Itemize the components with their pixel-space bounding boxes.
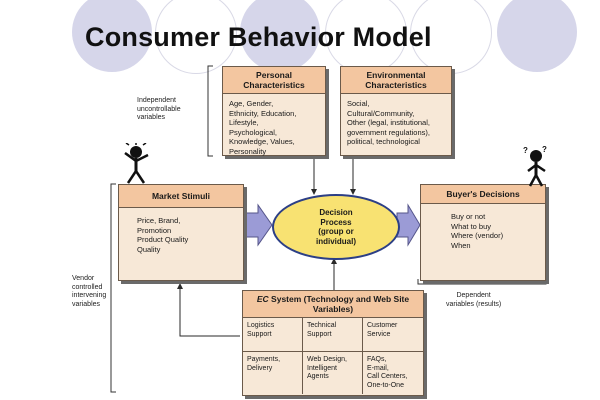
dependent-note: Dependent variables (results) <box>446 292 502 308</box>
independent-bracket <box>207 65 213 157</box>
market-stimuli-title: Market Stimuli <box>119 185 243 208</box>
personal-characteristics-list: Age, Gender, Ethnicity, Education, Lifes… <box>229 99 297 156</box>
decor-circle <box>72 0 152 72</box>
confused-person-icon <box>124 143 149 184</box>
vendor-note: Vendor controlled intervening variables <box>72 275 107 308</box>
vendor-bracket <box>110 183 116 393</box>
environmental-characteristics-box: Environmental Characteristics Social, Cu… <box>340 66 452 156</box>
market-stimuli-box: Market Stimuli Price, Brand, Promotion P… <box>118 184 244 281</box>
decor-circle <box>155 0 237 74</box>
decor-circle <box>497 0 577 72</box>
buyers-decisions-box: Buyer's Decisions Buy or not What to buy… <box>420 184 546 281</box>
personal-characteristics-title: Personal Characteristics <box>223 67 325 94</box>
decor-circle <box>240 0 320 72</box>
environmental-characteristics-list: Social, Cultural/Community, Other (legal… <box>347 99 430 147</box>
questioning-person-icon: ? ? <box>523 145 547 187</box>
ec-cell-faqs: FAQs,E-mail,Call Centers,One-to-One <box>367 356 408 389</box>
svg-text:?: ? <box>523 146 528 155</box>
environmental-characteristics-title: Environmental Characteristics <box>341 67 451 94</box>
ec-cell-payments: Payments,Delivery <box>243 352 303 395</box>
arrow-ec-to-market <box>177 283 240 337</box>
block-arrow-decision-to-buyer <box>396 203 421 247</box>
decision-process-ellipse: Decision Process (group or individual) <box>272 194 400 260</box>
personal-characteristics-box: Personal Characteristics Age, Gender, Et… <box>222 66 326 156</box>
independent-note: Independent uncontrollable variables <box>137 97 181 122</box>
buyers-decisions-title: Buyer's Decisions <box>421 185 545 204</box>
market-stimuli-list: Price, Brand, Promotion Product Quality … <box>137 216 189 254</box>
buyers-decisions-list: Buy or not What to buy Where (vendor) Wh… <box>451 212 504 250</box>
page-title: Consumer Behavior Model <box>85 22 432 52</box>
dependent-bracket <box>417 279 547 285</box>
svg-text:?: ? <box>542 145 547 154</box>
block-arrow-market-to-decision <box>245 203 273 247</box>
ec-system-box: EC System (Technology and Web Site Varia… <box>242 290 424 396</box>
ec-system-title: EC System (Technology and Web Site Varia… <box>243 291 423 318</box>
